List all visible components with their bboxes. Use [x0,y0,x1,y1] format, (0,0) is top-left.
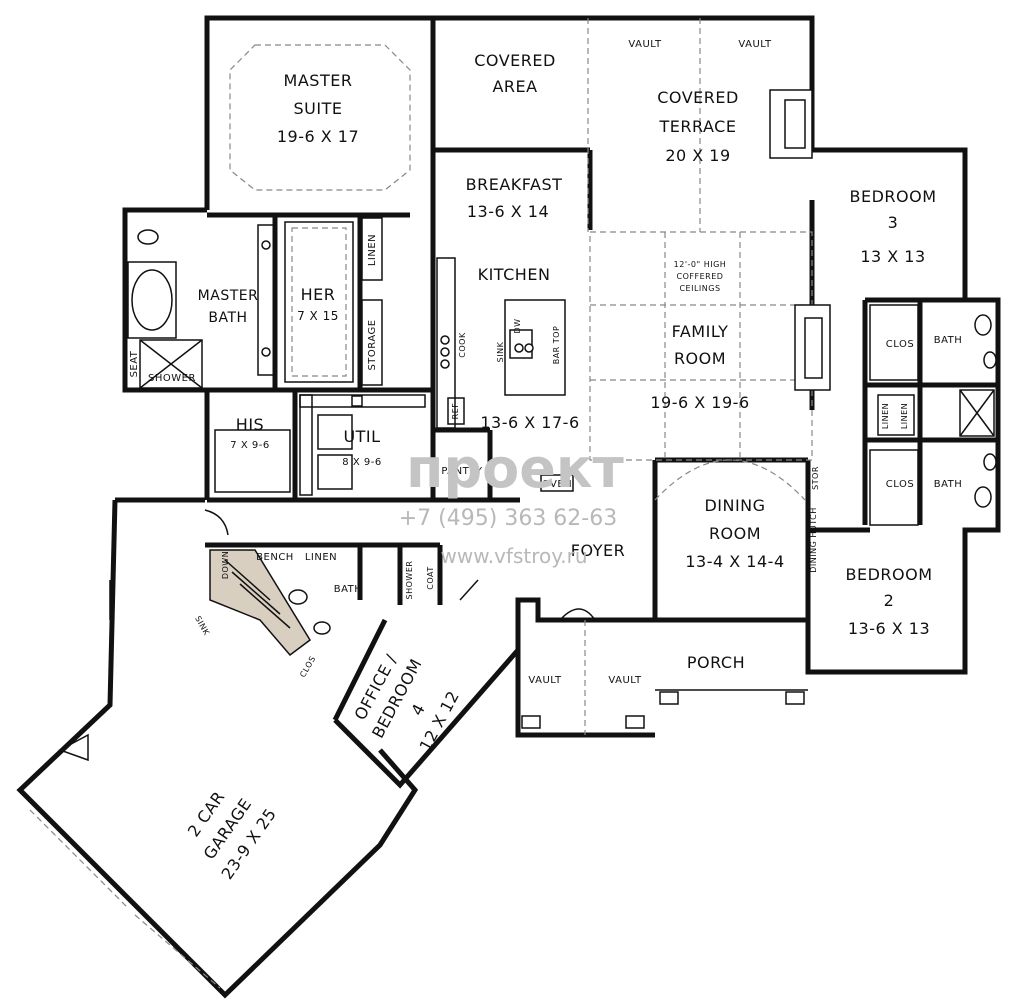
watermark: проект +7 (495) 363 62-63 www.vfstroy.ru [399,437,625,568]
watermark-phone: +7 (495) 363 62-63 [399,506,618,531]
bar-top-label: BAR TOP [552,326,561,365]
seat-label: SEAT [129,350,140,377]
util-name: UTIL [343,427,380,446]
watermark-logo: проект [406,437,624,500]
coffered-note-1: 12'-0" HIGH [674,260,727,269]
cook-label: COOK [458,332,467,358]
util-size: 8 X 9-6 [342,457,381,468]
linen-label-mud: LINEN [305,552,337,563]
bath-label-bed3: BATH [934,335,963,346]
bedroom3-name: BEDROOM [849,187,936,206]
master-bath-name-2: BATH [208,310,247,326]
vault-label-porch-2: VAULT [608,675,642,686]
covered-area-name-2: AREA [492,77,537,96]
ref-label: REF [451,403,460,420]
linen-label-master: LINEN [367,234,378,266]
bench-label: BENCH [256,552,294,563]
dining-room-name: DINING [704,496,765,515]
master-bath-name: MASTER [198,288,259,304]
his-size: 7 X 9-6 [230,440,269,451]
his-name: HIS [236,415,264,434]
storage-label: STORAGE [367,319,378,370]
coffered-note-3: CEILINGS [679,284,720,293]
linen-label-hall-2: LINEN [900,403,909,429]
linen-label-hall-1: LINEN [881,403,890,429]
dining-room-name-2: ROOM [709,524,761,543]
master-suite-name-2: SUITE [294,99,343,118]
kitchen-size: 13-6 X 17-6 [480,413,579,432]
sink-label-mud: SINK [193,615,211,638]
clos-label-bed2: CLOS [886,479,914,490]
stor-label: STOR [811,466,820,490]
vault-label-porch-1: VAULT [528,675,562,686]
master-suite-name: MASTER [284,71,353,90]
coffered-note-2: COFFERED [677,272,724,281]
clos-label-mud: CLOS [298,654,317,679]
dining-hutch-label: DINING HUTCH [809,507,818,572]
family-room-size: 19-6 X 19-6 [650,393,749,412]
covered-terrace-name-2: TERRACE [659,117,737,136]
clos-label-bed3: CLOS [886,339,914,350]
covered-area-name: COVERED [474,51,556,70]
shower-label-mud: SHOWER [405,561,414,600]
oven-label: OVEN [542,479,572,490]
bedroom3-number: 3 [888,213,899,232]
dw-label: DW [513,318,522,333]
watermark-site: www.vfstroy.ru [441,544,588,568]
room-labels: MASTER SUITE 19-6 X 17 COVERED AREA COVE… [184,51,936,883]
her-size: 7 X 15 [297,309,339,323]
sink-label-kitchen: SINK [496,341,505,362]
bedroom2-name: BEDROOM [845,565,932,584]
bedroom3-size: 13 X 13 [860,247,925,266]
covered-terrace-size: 20 X 19 [665,146,730,165]
breakfast-name: BREAKFAST [466,175,563,194]
coat-label: COAT [426,566,435,589]
bath-label-bed2: BATH [934,479,963,490]
exterior-walls [16,15,1001,999]
pantry-label: PANTRY [441,466,483,477]
porch-name: PORCH [687,653,745,672]
dining-room-size: 13-4 X 14-4 [685,552,784,571]
vault-label-terrace-1: VAULT [628,39,662,50]
kitchen-name: KITCHEN [478,265,551,284]
shower-label-master: SHOWER [148,373,196,384]
covered-terrace-name: COVERED [657,88,739,107]
her-name: HER [301,285,336,304]
master-suite-size: 19-6 X 17 [277,127,359,146]
family-room-name-2: ROOM [674,349,726,368]
bedroom2-number: 2 [884,591,895,610]
interior-walls [205,18,998,722]
foyer-name: FOYER [571,541,625,560]
bedroom2-size: 13-6 X 13 [848,619,930,638]
fixtures [29,18,997,989]
family-room-name: FAMILY [672,322,729,341]
down-label: DOWN [221,551,230,579]
bath-label-mud: BATH [334,584,363,595]
office-number: 4 [407,700,429,718]
breakfast-size: 13-6 X 14 [467,202,549,221]
vault-label-terrace-2: VAULT [738,39,772,50]
